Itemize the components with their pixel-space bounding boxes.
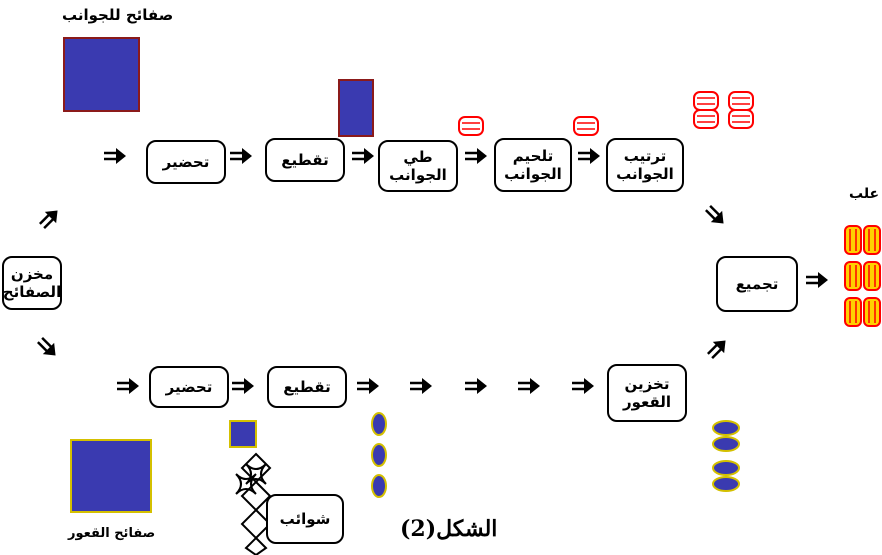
arrow-icon	[463, 146, 489, 166]
can-icon	[863, 261, 881, 291]
cylinder-icon	[728, 91, 754, 111]
arrow-icon	[804, 270, 830, 290]
cylinder-icon	[693, 109, 719, 129]
bottom-cut-box: تقطيع	[267, 366, 347, 408]
top-prepare-box: تحضير	[146, 140, 226, 184]
scrap-box: شوائب	[266, 494, 344, 544]
arrow-icon	[33, 333, 63, 363]
bottom-sheets-label: صفائح القعور	[68, 526, 156, 541]
fold-sides-box: طي الجوانب	[378, 140, 458, 192]
bottom-prepare-label: تحضير	[165, 378, 213, 396]
fold-line2: الجوانب	[389, 166, 447, 184]
can-icon	[863, 225, 881, 255]
cylinder-icon	[693, 91, 719, 111]
arrow-icon	[230, 376, 256, 396]
arrange-line1: ترتيب	[623, 147, 667, 165]
store-line2: الصفائح	[2, 283, 62, 301]
bottom-cut-label: تقطيع	[283, 378, 331, 396]
top-cut-box: تقطيع	[265, 138, 345, 182]
cut-bottom-sheet-icon	[229, 420, 257, 448]
disc-icon	[371, 412, 387, 436]
arrow-icon	[570, 376, 596, 396]
can-icon	[863, 297, 881, 327]
can-icon	[844, 261, 862, 291]
arrow-icon	[463, 376, 489, 396]
disc-icon	[712, 476, 740, 492]
arrow-icon	[350, 146, 376, 166]
arrow-icon	[576, 146, 602, 166]
assembly-label: تجميع	[735, 275, 779, 293]
cylinder-icon	[728, 109, 754, 129]
arrow-icon	[35, 203, 65, 233]
store-bottoms-line2: القعور	[622, 393, 672, 411]
arrow-icon	[703, 333, 733, 363]
can-icon	[844, 225, 862, 255]
figure-caption: الشكل(2)	[400, 516, 498, 542]
weld-line1: تلحيم	[512, 147, 554, 165]
scrap-label: شوائب	[279, 510, 331, 528]
arrow-icon	[408, 376, 434, 396]
top-cut-label: تقطيع	[281, 151, 329, 169]
fold-line1: طي	[403, 148, 433, 166]
sheet-store-box: مخزن الصفائح	[2, 256, 62, 310]
disc-icon	[712, 460, 740, 476]
arrow-icon	[516, 376, 542, 396]
store-bottoms-box: تخزين القعور	[607, 364, 687, 422]
bottom-prepare-box: تحضير	[149, 366, 229, 408]
disc-icon	[712, 420, 740, 436]
disc-icon	[371, 443, 387, 467]
arrow-icon	[701, 201, 731, 231]
cylinder-icon	[573, 116, 599, 136]
can-icon	[844, 297, 862, 327]
arrow-icon	[228, 146, 254, 166]
arrow-icon	[115, 376, 141, 396]
arrange-line2: الجوانب	[616, 165, 674, 183]
weld-sides-box: تلحيم الجوانب	[494, 138, 572, 192]
store-bottoms-line1: تخزين	[624, 375, 670, 393]
cylinder-icon	[458, 116, 484, 136]
side-sheets-label: صفائح للجوانب	[62, 6, 174, 24]
assembly-box: تجميع	[716, 256, 798, 312]
weld-line2: الجوانب	[504, 165, 562, 183]
store-line1: مخزن	[10, 265, 54, 283]
scrap-shapes-icon	[235, 452, 272, 555]
disc-icon	[712, 436, 740, 452]
side-sheet-icon	[63, 37, 140, 112]
top-prepare-label: تحضير	[162, 153, 210, 171]
bottom-sheet-icon	[70, 439, 152, 513]
disc-icon	[371, 474, 387, 498]
cans-label: علب	[849, 186, 880, 202]
arrange-sides-box: ترتيب الجوانب	[606, 138, 684, 192]
cut-side-sheet-icon	[338, 79, 374, 137]
arrow-icon	[102, 146, 128, 166]
arrow-icon	[355, 376, 381, 396]
